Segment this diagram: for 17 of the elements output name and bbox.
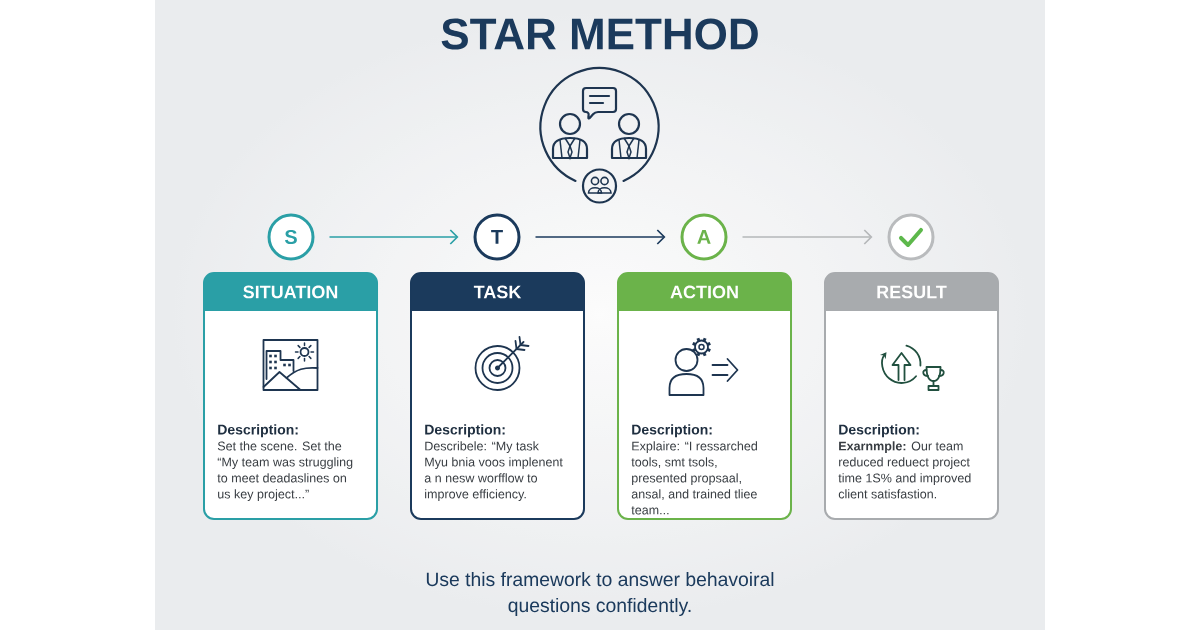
description-text: Set the scene. Set the “My team was struggling to meet deadaslines on us key project...” — [217, 441, 353, 501]
arrow — [741, 229, 873, 245]
card-header: RESULT — [825, 273, 998, 311]
description-text: Describele: “My task Myu bnia voos implenent a n nesw worfflow to improve efficiency. — [424, 441, 563, 501]
arrow — [328, 229, 459, 245]
caption: Use this framework to answer behavoiral questions confidently. — [426, 572, 774, 616]
description-text: Explaire: “I ressarched tools, smt tsols, presented propsaal, ansal, and trained tliee team... — [631, 441, 757, 515]
card-header: SITUATION — [204, 273, 377, 311]
description-label: Description: — [632, 424, 712, 438]
card-header: TASK — [411, 273, 584, 311]
description-label: Description: — [218, 424, 298, 438]
description-text: Exarnmple: Our team reduced reduect project time 1S% and improved client satisfastion. — [838, 441, 971, 499]
description-label: Description: — [425, 424, 505, 438]
card-header: ACTION — [618, 273, 791, 311]
arrow — [534, 229, 666, 245]
description-label: Description: — [839, 424, 919, 438]
title: STAR METHOD — [441, 18, 758, 50]
